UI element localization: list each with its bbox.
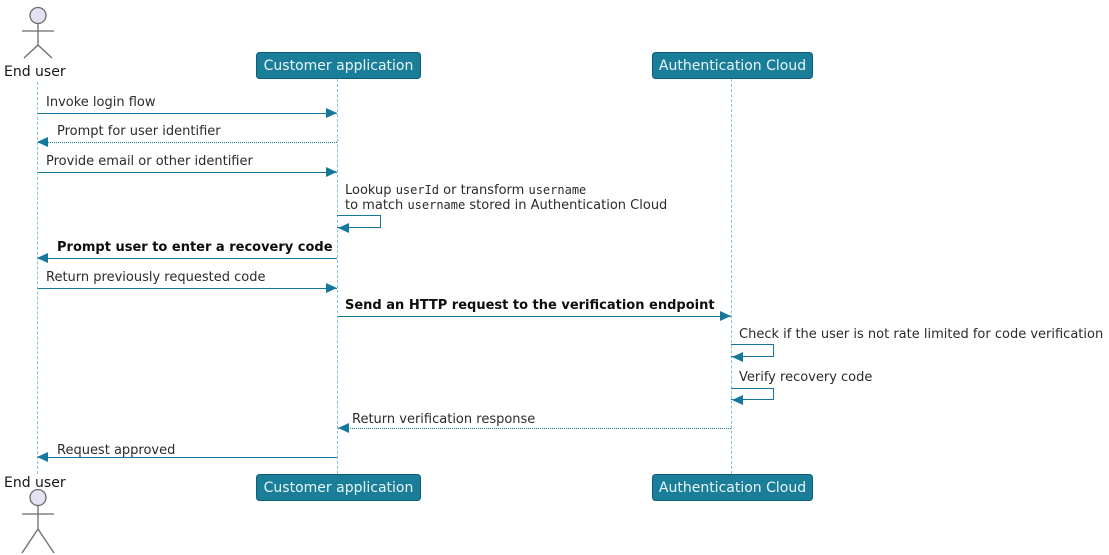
participant-authentication-cloud-top: Authentication Cloud: [652, 52, 813, 79]
message-line-send-http: [338, 316, 731, 317]
end-user-label-bottom: End user: [4, 475, 66, 491]
code-username-1: username: [528, 183, 587, 197]
participant-customer-application-bottom-label: Customer application: [263, 479, 414, 496]
lifeline-end-user: [37, 82, 38, 474]
self-loop-lookup: [337, 215, 381, 228]
message-label-check-rate: Check if the user is not rate limited fo…: [739, 327, 1104, 342]
self-loop-verify-code: [731, 388, 774, 400]
arrowhead-lookup: [338, 223, 349, 233]
message-label-return-code: Return previously requested code: [46, 270, 266, 285]
message-line-return-response: [338, 428, 731, 429]
message-line-request-approved: [38, 457, 337, 458]
arrowhead-return-response: [338, 423, 349, 433]
message-label-provide-email: Provide email or other identifier: [46, 154, 253, 169]
arrowhead-request-approved: [37, 452, 48, 462]
message-label-return-response: Return verification response: [352, 412, 536, 427]
participant-authentication-cloud-top-label: Authentication Cloud: [658, 57, 807, 74]
participant-authentication-cloud-bottom: Authentication Cloud: [652, 474, 813, 501]
message-line-return-code: [38, 288, 337, 289]
self-loop-check-rate: [731, 344, 774, 357]
arrowhead-verify-code: [732, 395, 743, 405]
code-userid: userId: [395, 183, 440, 197]
participant-customer-application-top: Customer application: [256, 52, 421, 79]
message-line-invoke-login: [38, 113, 337, 114]
end-user-actor-icon-top: [22, 6, 54, 59]
message-label-request-approved: Request approved: [57, 443, 176, 458]
message-label-send-http: Send an HTTP request to the verification…: [345, 298, 715, 313]
arrowhead-prompt-identifier: [37, 137, 48, 147]
arrowhead-send-http: [720, 311, 731, 321]
message-label-lookup-line2: to match username stored in Authenticati…: [345, 198, 668, 213]
code-username-2: username: [407, 198, 466, 212]
lifeline-authentication-cloud: [731, 79, 732, 474]
end-user-label-top: End user: [4, 64, 66, 80]
message-label-invoke-login: Invoke login flow: [46, 95, 156, 110]
arrowhead-return-code: [326, 283, 337, 293]
message-label-prompt-identifier: Prompt for user identifier: [57, 124, 221, 139]
participant-authentication-cloud-bottom-label: Authentication Cloud: [658, 479, 807, 496]
arrowhead-prompt-recovery: [37, 253, 48, 263]
message-label-lookup: Lookup userId or transform username to m…: [345, 183, 667, 213]
arrowhead-check-rate: [732, 352, 743, 362]
message-line-prompt-recovery: [38, 258, 337, 259]
arrowhead-invoke-login: [326, 108, 337, 118]
participant-customer-application-top-label: Customer application: [263, 57, 414, 74]
message-label-verify-code: Verify recovery code: [739, 370, 873, 385]
message-label-prompt-recovery: Prompt user to enter a recovery code: [57, 240, 333, 255]
lifeline-customer-application: [337, 79, 338, 474]
message-line-provide-email: [38, 172, 337, 173]
end-user-actor-icon-bottom: [21, 489, 55, 554]
participant-customer-application-bottom: Customer application: [256, 474, 421, 501]
arrowhead-provide-email: [326, 167, 337, 177]
message-line-prompt-identifier: [38, 142, 337, 143]
message-label-lookup-line1: Lookup userId or transform username: [345, 183, 587, 198]
